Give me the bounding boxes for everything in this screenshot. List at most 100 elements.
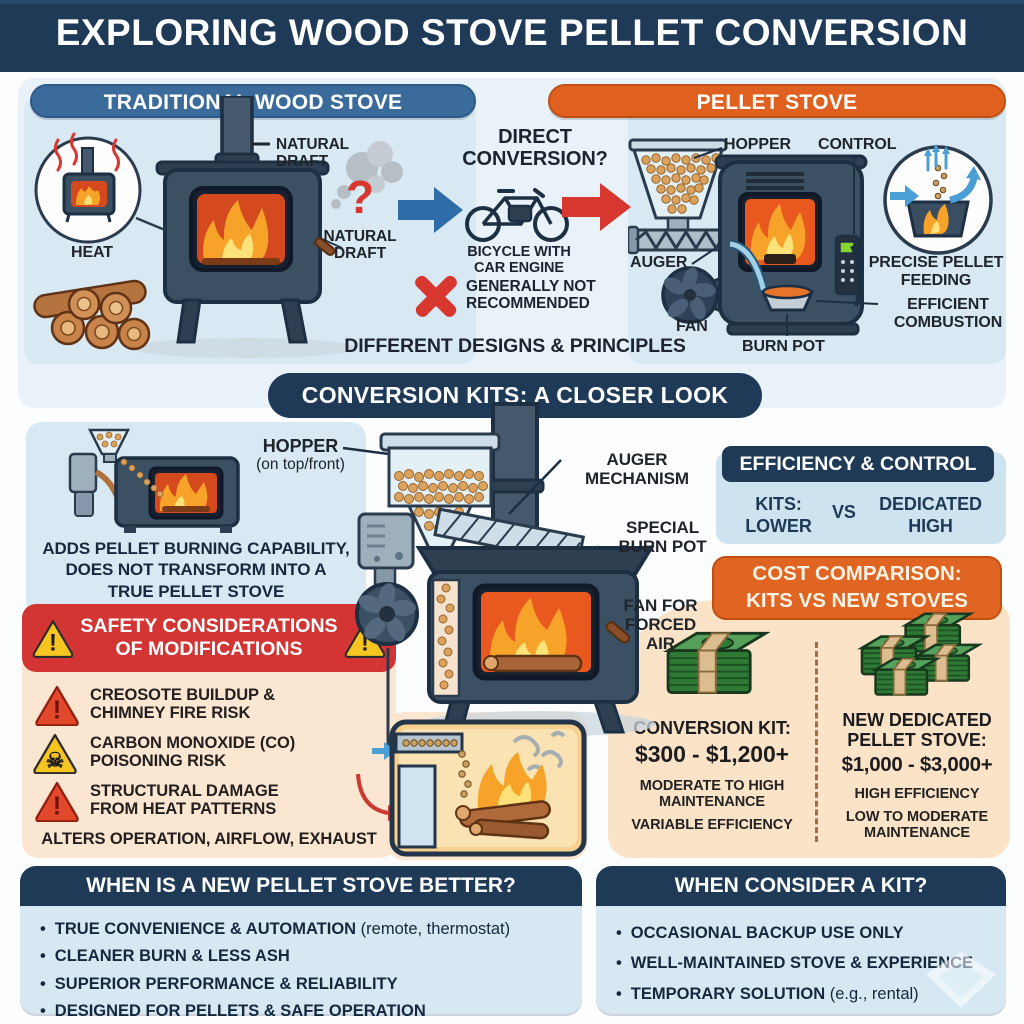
cost-kit-title: CONVERSION KIT: [633, 718, 791, 738]
bullet-icon: • [616, 954, 622, 973]
when-kit-card: WHEN CONSIDER A KIT? • OCCASIONAL BACKUP … [596, 866, 1006, 1014]
heat-inset-circle [34, 132, 166, 244]
list-item: • WELL-MAINTAINED STOVE & EXPERIENCE [616, 952, 992, 974]
when-new-header: WHEN IS A NEW PELLET STOVE BETTER? [20, 866, 582, 906]
bullet-icon: • [40, 947, 46, 966]
efficiency-dedicated-value: DEDICATED HIGH [879, 494, 982, 536]
cost-kit-price: $300 - $1,200+ [635, 741, 789, 768]
kit-fan-label: FAN FOR FORCED AIR [623, 596, 698, 654]
list-item: • TRUE CONVENIENCE & AUTOMATION (remote, … [40, 918, 568, 940]
kit-stove-illustration [68, 428, 240, 533]
bullet-icon: • [40, 974, 46, 993]
heat-label: HEAT [71, 244, 113, 261]
bullet-bold: DESIGNED FOR PELLETS & SAFE OPERATION [54, 1001, 426, 1020]
firewood-logs-icon [33, 279, 151, 351]
natural-draft-side-label: NATURAL DRAFT [323, 228, 397, 263]
different-designs-label: DIFFERENT DESIGNS & PRINCIPLES [344, 335, 686, 357]
safety-item-creosote: CREOSOTE BUILDUP & CHIMNEY FIRE RISK [90, 686, 275, 723]
kit-note-text: ADDS PELLET BURNING CAPABILITY, DOES NOT… [42, 539, 350, 601]
bullet-bold: TEMPORARY SOLUTION [630, 984, 826, 1003]
fan-label: FAN [676, 318, 708, 335]
bicycle-caption: BICYCLE WITH CAR ENGINE [467, 244, 571, 277]
pellet-stove-body [714, 154, 868, 336]
when-new-body: • TRUE CONVENIENCE & AUTOMATION (remote, … [20, 906, 582, 1020]
bullet-bold: CLEANER BURN & LESS ASH [54, 947, 290, 966]
bullet-icon: • [40, 1001, 46, 1020]
watermark-icon [926, 952, 996, 1008]
money-stack-icon [662, 631, 771, 694]
safety-body [22, 650, 396, 858]
safety-footer: ALTERS OPERATION, AIRFLOW, EXHAUST [41, 830, 377, 848]
efficiency-kits-value: KITS: LOWER [745, 494, 812, 536]
burn-pot-icon [729, 239, 815, 312]
exclamation-glyph: ! [53, 697, 62, 725]
kit-motor-icon [357, 512, 415, 592]
when-kit-body: • OCCASIONAL BACKUP USE ONLY • WELL-MAINTA… [596, 906, 1006, 1014]
bullet-icon: • [616, 924, 622, 942]
title-band [0, 0, 1024, 72]
warning-triangle-icon: ! [344, 620, 386, 658]
money-pile-icon [860, 612, 981, 696]
direct-conversion-title: DIRECT CONVERSION? [462, 126, 608, 171]
burn-pot-label: BURN POT [742, 338, 825, 355]
bullet-icon: • [40, 920, 46, 938]
when-new-bullet-list: • TRUE CONVENIENCE & AUTOMATION (remote, … [20, 906, 582, 1022]
bullet-bold: TRUE CONVENIENCE & AUTOMATION [54, 920, 357, 938]
x-mark-icon [415, 275, 457, 317]
warning-triangle-red-icon: ! [35, 781, 79, 822]
pellet-stove-header: PELLET STOVE [548, 84, 1006, 118]
kit-hopper-label: HOPPER (on top/front) [228, 436, 373, 474]
list-item: • OCCASIONAL BACKUP USE ONLY [616, 922, 992, 944]
exclamation-glyph: ! [49, 630, 57, 657]
smoke-icon [331, 141, 403, 209]
bullet-bold: SUPERIOR PERFORMANCE & RELIABILITY [54, 974, 398, 993]
stove-body [132, 160, 356, 358]
firebox-cutaway-inset [356, 648, 587, 857]
skull-triangle-yellow-icon: ☠ [33, 733, 77, 774]
warning-triangle-icon: ! [32, 620, 74, 658]
bullet-bold: WELL-MAINTAINED STOVE & EXPERIENCE [630, 954, 974, 973]
cost-dedicated-note2: LOW TO MODERATE MAINTENANCE [845, 808, 989, 841]
kit-hopper-label-main: HOPPER [262, 436, 339, 456]
precise-feeding-label: PRECISE PELLET FEEDING [868, 254, 1004, 289]
cost-kit-note2: VARIABLE EFFICIENCY [631, 817, 793, 834]
efficiency-header: EFFICIENCY & CONTROL [722, 446, 994, 482]
cost-dedicated-note1: HIGH EFFICIENCY [854, 786, 980, 803]
arrow-right-red-icon [562, 183, 631, 231]
bicycle-with-engine-icon [465, 188, 569, 242]
exclamation-glyph: ! [361, 630, 369, 657]
page-title: EXPLORING WOOD STOVE PELLET CONVERSION [55, 12, 969, 53]
efficiency-vs: VS [832, 502, 856, 522]
safety-item-co: CARBON MONOXIDE (CO) POISONING RISK [90, 734, 296, 771]
safety-header: ! SAFETY CONSIDERATIONS OF MODIFICATIONS… [22, 604, 396, 672]
kit-auger-label: AUGER MECHANISM [585, 450, 689, 489]
list-item: • SUPERIOR PERFORMANCE & RELIABILITY [40, 973, 568, 995]
hopper-label: HOPPER [724, 136, 791, 153]
when-kit-header: WHEN CONSIDER A KIT? [596, 866, 1006, 906]
kit-hopper-label-sub: (on top/front) [256, 456, 345, 474]
not-recommended-label: GENERALLY NOT RECOMMENDED [466, 278, 596, 313]
safety-header-text: SAFETY CONSIDERATIONS OF MODIFICATIONS [80, 614, 338, 660]
kit-burn-pot-label: SPECIAL BURN POT [618, 518, 707, 557]
list-item: •TEMPORARY SOLUTION (e.g., rental) [616, 983, 992, 1005]
kit-stove-body [415, 546, 655, 734]
bullet-rest: (remote, thermostat) [356, 920, 511, 938]
when-new-card: WHEN IS A NEW PELLET STOVE BETTER? • TRUE… [20, 866, 582, 1020]
cost-divider [815, 642, 818, 842]
conversion-kit-stove-illustration [342, 402, 656, 736]
list-item: • DESIGNED FOR PELLETS & SAFE OPERATION [40, 1000, 568, 1022]
natural-draft-top-label: NATURAL DRAFT [276, 136, 350, 171]
cost-dedicated-title: NEW DEDICATED PELLET STOVE: [842, 710, 992, 751]
list-item: • CLEANER BURN & LESS ASH [40, 945, 568, 967]
chimney-pipe [214, 96, 260, 170]
combustion-inset-circle [883, 144, 993, 255]
efficient-combustion-label: EFFICIENT COMBUSTION [893, 296, 1003, 331]
question-mark-icon: ? [346, 171, 375, 223]
cost-kit-column: CONVERSION KIT: $300 - $1,200+ MODERATE … [616, 612, 808, 834]
bullet-bold: OCCASIONAL BACKUP USE ONLY [630, 924, 904, 942]
wood-stove-illustration [33, 96, 403, 358]
arrow-right-blue-icon [398, 187, 463, 233]
cost-kit-note1: MODERATE TO HIGH MAINTENANCE [639, 777, 785, 811]
cost-dedicated-price: $1,000 - $3,000+ [841, 753, 993, 777]
